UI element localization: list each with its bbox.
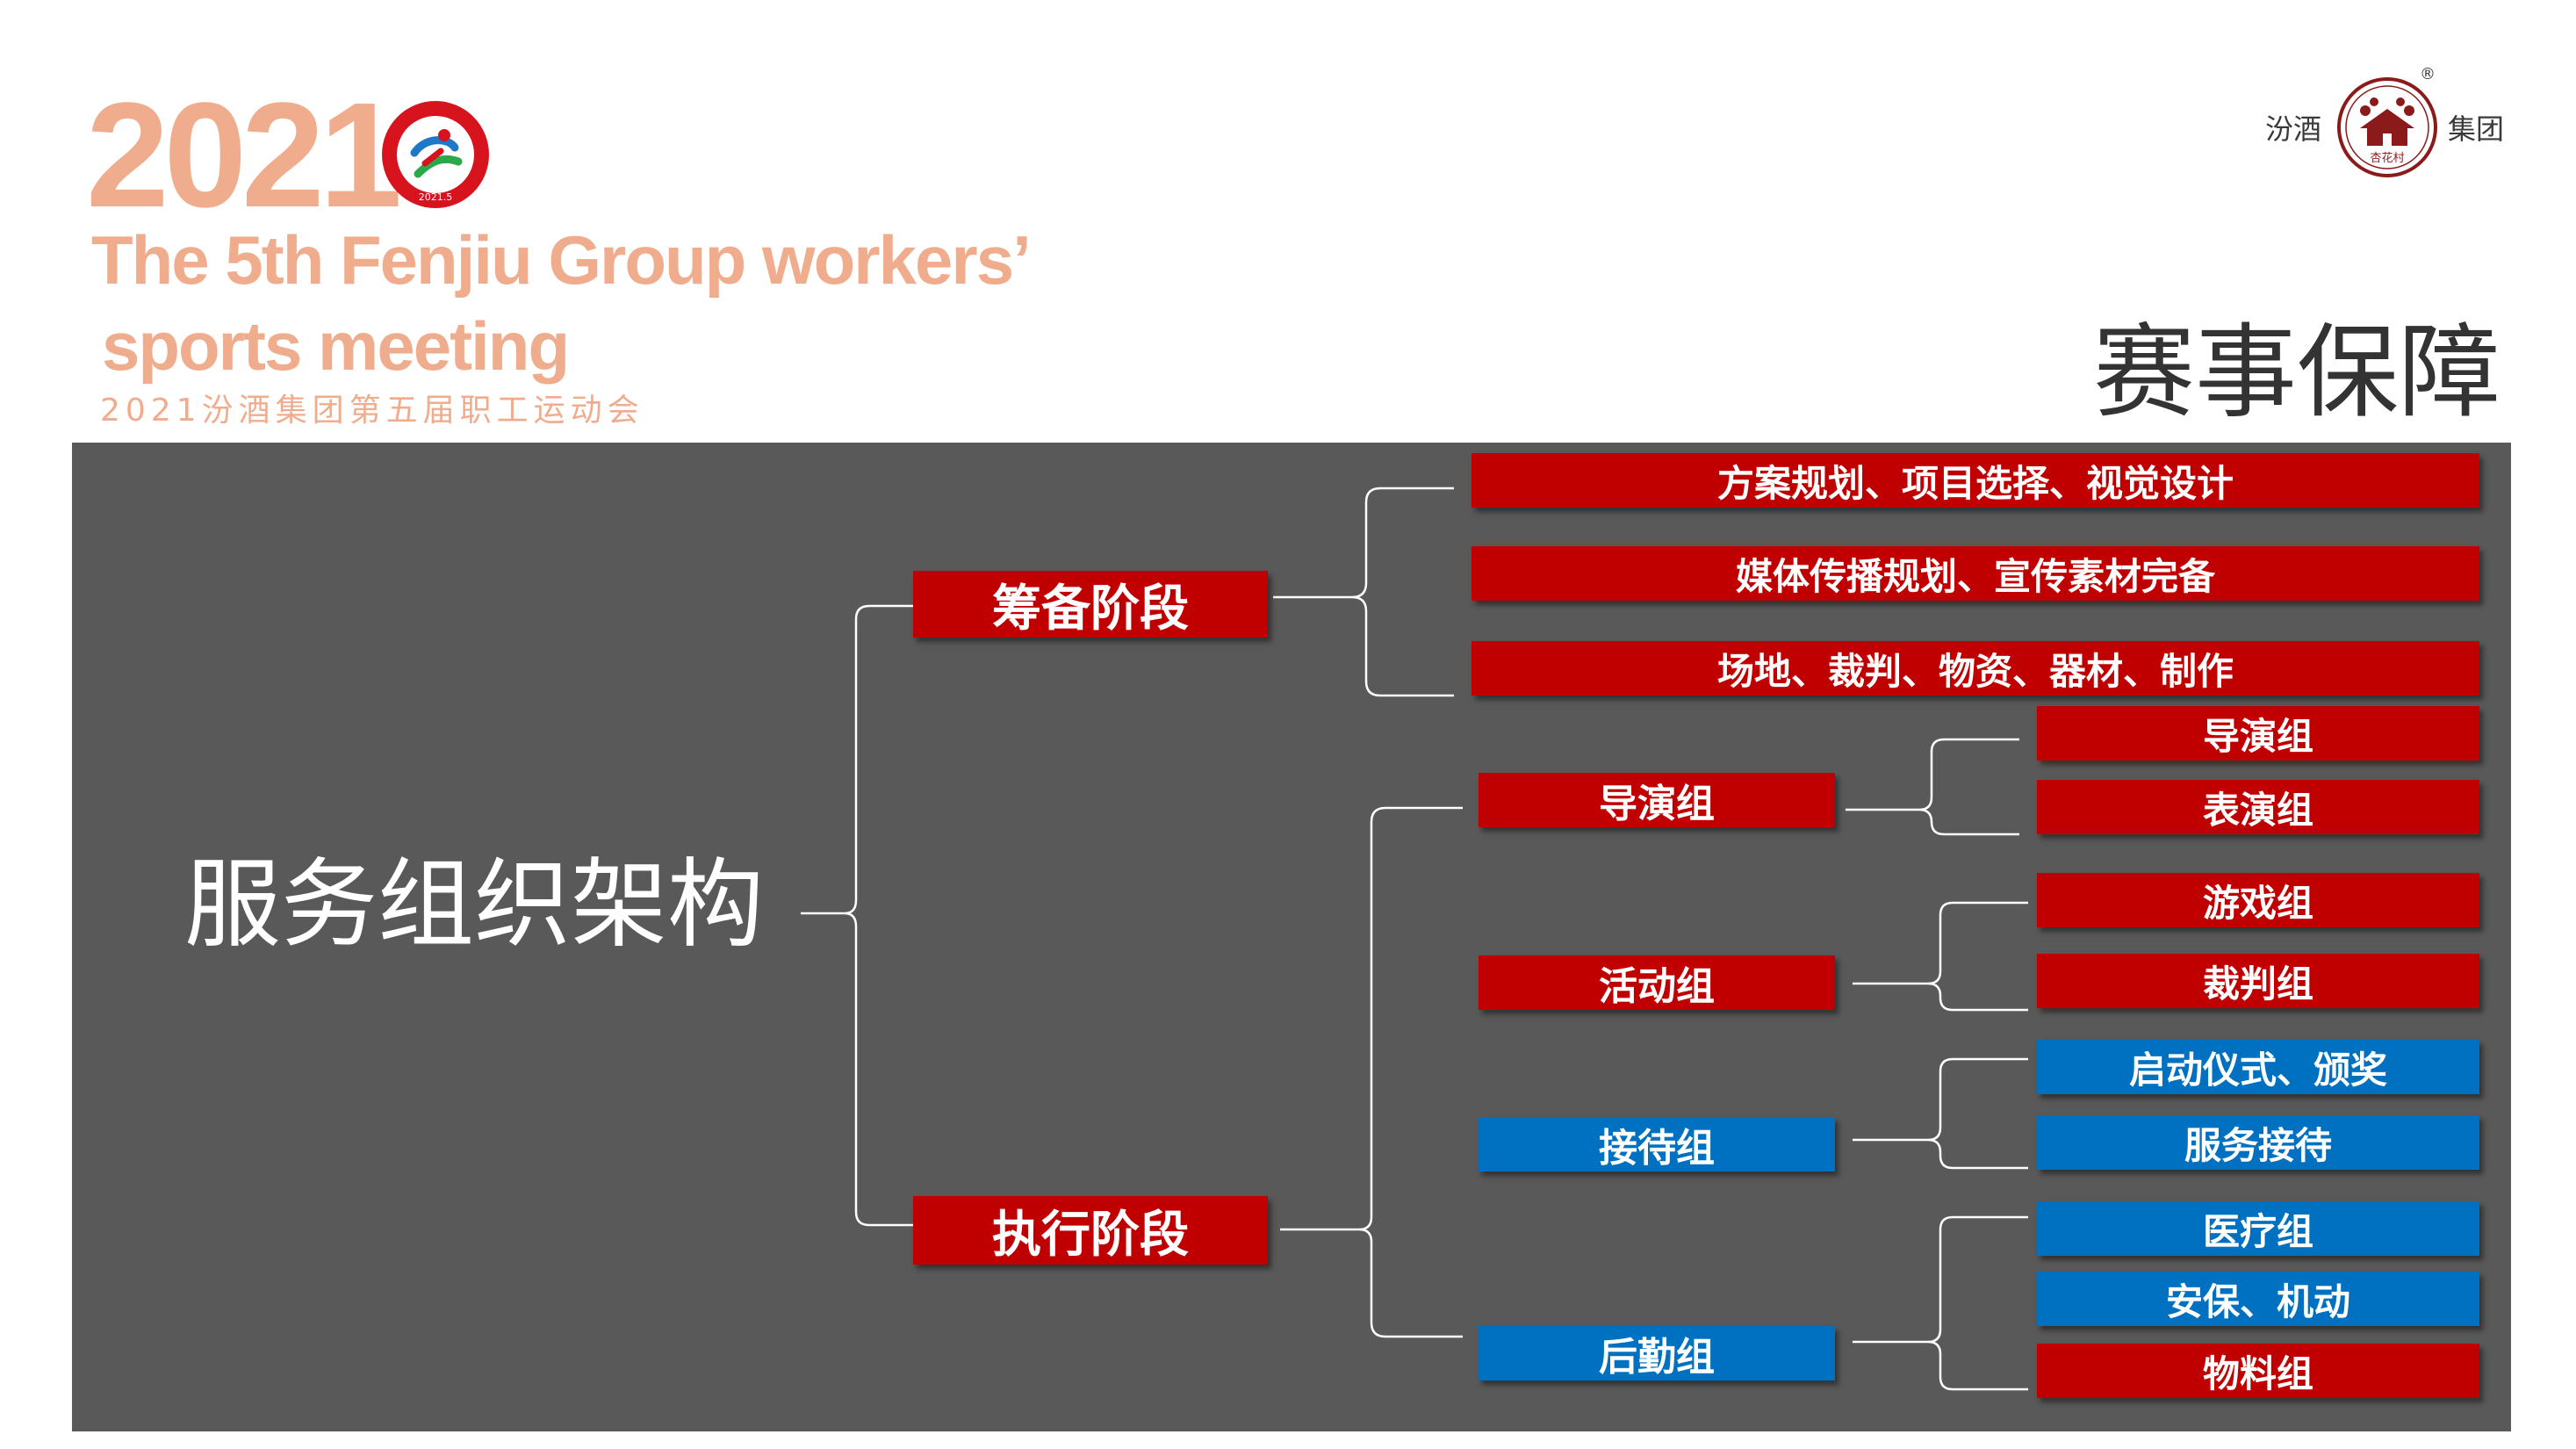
root-node: 服务组织架构 — [184, 848, 764, 961]
reception-bracket — [1853, 1057, 2028, 1170]
prep-item-planning: 方案规划、项目选择、视觉设计 — [1471, 453, 2479, 508]
prep-bracket — [1273, 487, 1454, 697]
item-materials-team: 物料组 — [2037, 1344, 2479, 1398]
prep-item-media: 媒体传播规划、宣传素材完备 — [1471, 546, 2479, 601]
event-title-en-line1: The 5th Fenjiu Group workers’ — [91, 221, 1032, 299]
item-security-mobile: 安保、机动 — [2037, 1272, 2479, 1326]
item-service-reception: 服务接待 — [2037, 1115, 2479, 1170]
exec-bracket — [1280, 806, 1463, 1338]
item-director-team: 导演组 — [2037, 706, 2479, 761]
group-logistics: 后勤组 — [1479, 1326, 1835, 1381]
director-bracket — [1846, 738, 2019, 836]
event-title-cn: 2021汾酒集团第五届职工运动会 — [100, 393, 644, 429]
group-reception: 接待组 — [1479, 1117, 1835, 1171]
item-referee-team: 裁判组 — [2037, 954, 2479, 1008]
item-ceremony-awards: 启动仪式、颁奖 — [2037, 1040, 2479, 1094]
event-title-en-line2: sports meeting — [102, 307, 570, 385]
page-title: 赛事保障 — [2093, 314, 2500, 432]
diagram-panel — [72, 443, 2511, 1431]
brand-name-left: 汾酒 — [2265, 112, 2322, 146]
logistics-bracket — [1853, 1215, 2028, 1391]
phase-execution: 执行阶段 — [913, 1196, 1268, 1265]
emblem-date: 2021.5 — [419, 191, 453, 203]
brand-name-right: 集团 — [2448, 112, 2505, 146]
xinghuacun-logo-icon: 杏花村 — [2337, 77, 2437, 177]
registered-mark: ® — [2420, 65, 2436, 83]
group-activity: 活动组 — [1479, 955, 1835, 1010]
sports-meeting-emblem-icon: 2021.5 — [382, 101, 489, 208]
group-director: 导演组 — [1479, 773, 1835, 827]
logo-text: 杏花村 — [2370, 151, 2404, 165]
item-medical-team: 医疗组 — [2037, 1201, 2479, 1256]
year-title: 2021 — [86, 72, 402, 239]
prep-item-venue: 场地、裁判、物资、器材、制作 — [1471, 641, 2479, 696]
root-bracket — [801, 604, 913, 1227]
item-game-team: 游戏组 — [2037, 873, 2479, 927]
phase-preparation: 筹备阶段 — [913, 571, 1268, 638]
activity-bracket — [1853, 901, 2028, 1012]
item-performance-team: 表演组 — [2037, 780, 2479, 834]
